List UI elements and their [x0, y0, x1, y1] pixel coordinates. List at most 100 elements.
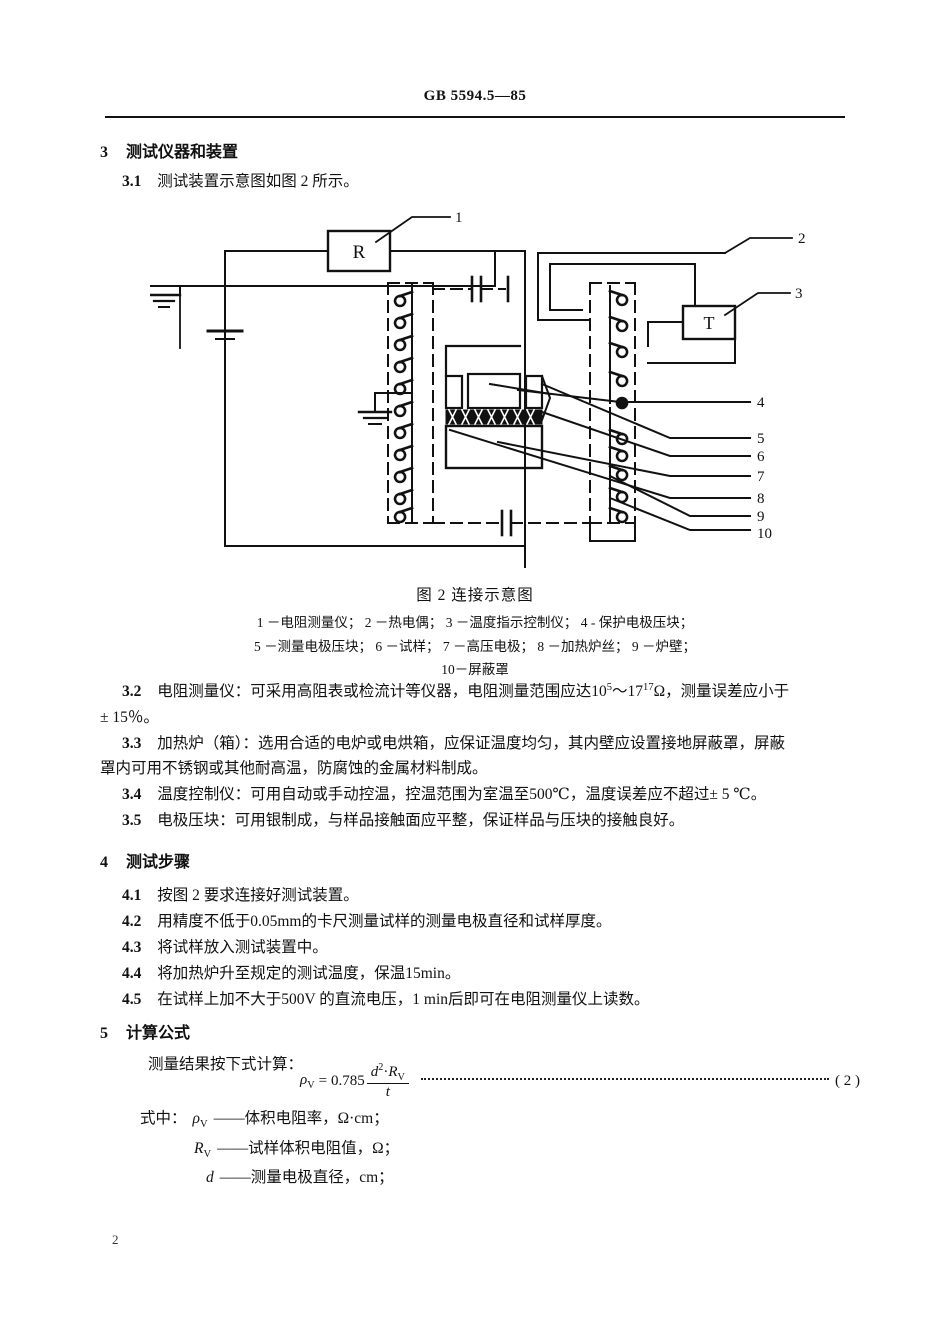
definitions-row-2: RV——试样体积电阻值，Ω；: [194, 1135, 399, 1165]
formula-number: ( 2 ): [835, 1073, 860, 1090]
clause-4-1-number: 4.1: [122, 887, 142, 904]
clause-3-1-text: 测试装置示意图如图 2 所示。: [157, 173, 359, 190]
capacitor-symbol-bottom: [500, 509, 513, 537]
figure-legend-line-3: 10－屏蔽罩: [441, 662, 509, 677]
callout-num-9: 9: [757, 509, 765, 525]
section-4-number: 4: [100, 854, 108, 871]
resistance-meter-label: R: [353, 242, 366, 263]
formula-definitions: 式中：ρV——体积电阻率，Ω·cm； RV——试样体积电阻值，Ω； d——测量电…: [140, 1105, 399, 1191]
clause-3-1-number: 3.1: [122, 173, 142, 190]
callout-num-1: 1: [455, 210, 463, 226]
def-dash-1: ——: [213, 1110, 245, 1127]
callout-num-3: 3: [795, 286, 803, 302]
clause-3-2-text-post: Ω，测量误差应小于: [653, 683, 790, 701]
clause-3-4: 3.4 温度控制仪：可用自动或手动控温，控温范围为室温至500℃，温度误差应不超…: [122, 783, 862, 807]
clause-4-2: 4.2 用精度不低于0.05mm的卡尺测量试样的测量电极直径和试样厚度。: [122, 910, 612, 934]
clause-3-2-line-2: ± 15％。: [100, 709, 159, 726]
guard-electrode-left: [444, 374, 464, 410]
definitions-row-3: d ——测量电极直径，cm；: [206, 1164, 399, 1191]
formula-fraction-bar: [366, 1083, 409, 1085]
clause-3-4-text: 温度控制仪：可用自动或手动控温，控温范围为室温至500℃，温度误差应不超过± 5…: [157, 786, 767, 803]
formula-lead-text: 测量结果按下式计算：: [148, 1056, 304, 1073]
clause-4-2-number: 4.2: [122, 913, 142, 930]
callout-num-6: 6: [757, 449, 765, 465]
clause-3-3: 3.3 加热炉（箱）：选用合适的电炉或电烘箱，应保证温度均匀，其内壁应设置接地屏…: [122, 732, 852, 756]
callout-num-2: 2: [798, 231, 806, 247]
connection-schematic-svg: R: [141, 210, 806, 569]
measuring-electrode-block: [466, 372, 522, 410]
figure-legend-line-2: 5 －测量电极压块； 6 －试样； 7 －高压电极； 8 －加热炉丝； 9 －炉…: [253, 639, 697, 654]
callout-num-4: 4: [757, 395, 765, 411]
section-4-title: 测试步骤: [126, 854, 191, 871]
clause-4-3-text: 将试样放入测试装置中。: [157, 939, 328, 956]
def-symbol-d: d: [206, 1169, 214, 1187]
clause-3-1: 3.1 测试装置示意图如图 2 所示。: [122, 170, 359, 194]
def-dash-2: ——: [217, 1139, 249, 1157]
clause-4-5-text: 在试样上加不大于500V 的直流电压，1 min后即可在电阻测量仪上读数。: [157, 991, 650, 1008]
clause-4-2-text: 用精度不低于0.05mm的卡尺测量试样的测量电极直径和试样厚度。: [157, 913, 612, 930]
callout-leaders-4-10: [448, 382, 751, 531]
section-4-heading: 4 测试步骤: [100, 850, 190, 875]
terminal-loops-right: [608, 289, 629, 524]
clause-4-5-number: 4.5: [122, 991, 142, 1008]
sample-band: [445, 409, 543, 425]
section-3-number: 3: [100, 144, 108, 161]
clause-4-1: 4.1 按图 2 要求连接好测试装置。: [122, 884, 359, 908]
capacitor-symbol-top-left: [470, 275, 483, 303]
def-symbol-r-sub: V: [203, 1148, 212, 1160]
section-5-number: 5: [100, 1025, 108, 1042]
callout-3-leader: [723, 292, 791, 317]
def-text-3: 测量电极直径，cm；: [250, 1169, 394, 1187]
def-dash-3: ——: [219, 1169, 251, 1187]
clause-3-5: 3.5 电极压块：可用银制成，与样品接触面应平整，保证样品与压块的接触良好。: [122, 809, 862, 833]
clause-4-3-number: 4.3: [122, 939, 142, 956]
battery-symbol-left: [206, 329, 244, 340]
def-symbol-rho: ρ: [192, 1110, 200, 1127]
formula-numerator: d2·RV: [370, 1062, 405, 1083]
formula-fraction: d2·RV t: [366, 1062, 409, 1101]
heating-coil-left: [393, 290, 414, 524]
left-shield-dashed: [387, 282, 434, 524]
def-text-1: 体积电阻率，Ω·cm；: [244, 1110, 389, 1127]
ground-icon-mid: [357, 392, 413, 425]
clause-3-5-text: 电极压块：可用银制成，与样品接触面应平整，保证样品与压块的接触良好。: [157, 812, 685, 829]
callout-num-7: 7: [757, 469, 765, 485]
def-symbol-r: R: [194, 1139, 204, 1157]
callout-num-10: 10: [757, 526, 772, 542]
standard-code: GB 5594.5—85: [423, 88, 527, 104]
clause-4-1-text: 按图 2 要求连接好测试装置。: [157, 887, 359, 904]
clause-3-4-number: 3.4: [122, 786, 142, 803]
figure-legend-line-1: 1 －电阻测量仪； 2 －热电偶； 3 －温度指示控制仪； 4 - 保护电极压块…: [256, 615, 694, 630]
formula-denominator: t: [385, 1084, 390, 1101]
callout-numbers: 1 2 3 4 5 6 7 8 9 10: [455, 210, 806, 542]
clause-3-2-number: 3.2: [122, 683, 142, 701]
formula-rho: ρ: [300, 1072, 308, 1089]
clause-3-3-number: 3.3: [122, 735, 142, 752]
clause-3-2-exp-1: 5: [606, 682, 613, 693]
resistance-meter-box: [326, 229, 392, 273]
clause-3-5-number: 3.5: [122, 812, 142, 829]
clause-3-2-text-pre: 电阻测量仪：可采用高阻表或检流计等仪器，电阻测量范围应达10: [157, 683, 607, 701]
header-rule: [105, 116, 845, 118]
formula-2: ρV = 0.785 d2·RV t ( 2 ): [300, 1062, 860, 1101]
definitions-row-1: 式中：ρV——体积电阻率，Ω·cm；: [140, 1105, 399, 1135]
clause-3-2-exp-2: 17: [643, 682, 654, 693]
clause-4-3: 4.3 将试样放入测试装置中。: [122, 936, 328, 960]
clause-3-2-text-mid: ～17: [612, 683, 644, 701]
callout-1-leader: [374, 216, 451, 244]
clause-3-3-line-2: 罩内可用不锈钢或其他耐高温，防腐蚀的金属材料制成。: [100, 760, 488, 777]
callout-2-leader: [723, 237, 793, 255]
clause-3-2: 3.2 电阻测量仪：可采用高阻表或检流计等仪器，电阻测量范围应达105～1717…: [122, 680, 852, 705]
page-number: 2: [112, 1232, 119, 1247]
def-symbol-rho-sub: V: [199, 1119, 208, 1131]
clause-4-4-text: 将加热炉升至规定的测试温度，保温15min。: [157, 965, 461, 982]
section-3-heading: 3 测试仪器和装置: [100, 140, 238, 165]
formula-equals: =: [318, 1073, 328, 1090]
callout-num-5: 5: [757, 431, 765, 447]
clause-3-3-text: 加热炉（箱）：选用合适的电炉或电烘箱，应保证温度均匀，其内壁应设置接地屏蔽罩，屏…: [157, 735, 786, 752]
section-5-title: 计算公式: [126, 1025, 191, 1042]
ground-icon-left: [146, 285, 182, 308]
formula-coefficient: 0.785: [331, 1073, 365, 1090]
page-header: GB 5594.5—85: [0, 88, 950, 105]
